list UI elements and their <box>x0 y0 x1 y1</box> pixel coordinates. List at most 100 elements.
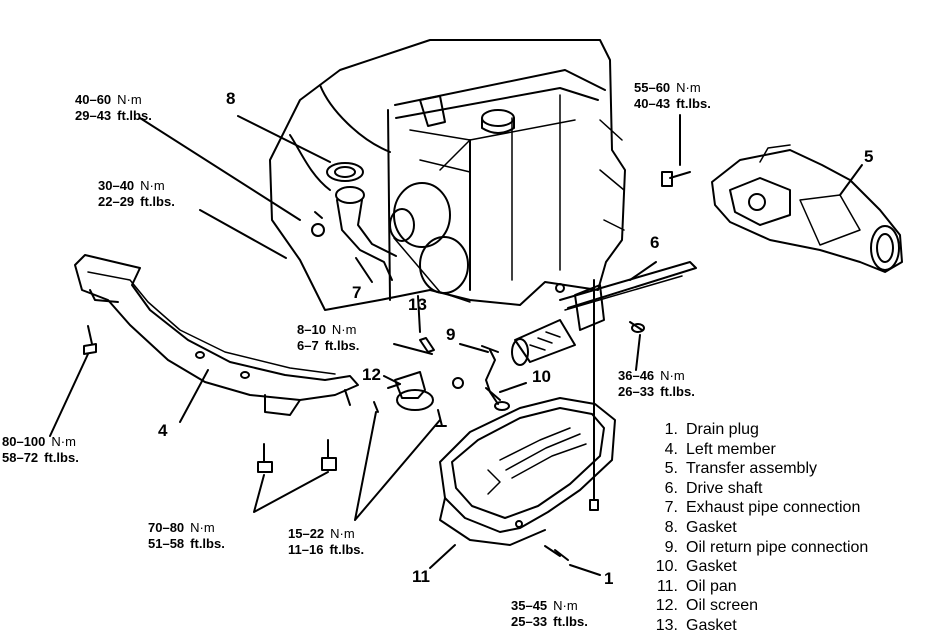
legend-label: Exhaust pipe connection <box>686 499 861 517</box>
left-member-bolts <box>83 325 337 473</box>
torque-nm-value: 55–60 <box>634 80 671 95</box>
callout-9: 9 <box>446 325 456 344</box>
torque-ftlb-unit: ft.lbs. <box>660 384 695 399</box>
callout-12: 12 <box>362 365 381 384</box>
legend-number: 12. <box>655 597 678 615</box>
callout-7: 7 <box>352 283 362 302</box>
legend-label: Gasket <box>686 616 737 634</box>
torque-ftlb-unit: ft.lbs. <box>190 536 225 551</box>
torque-ftlb-value: 58–72 <box>2 450 39 465</box>
legend-number: 7. <box>664 499 678 517</box>
legend-label: Oil pan <box>686 577 737 595</box>
torque-label-exhaust-lower: 30–40 N·m 22–29 ft.lbs. <box>98 178 175 210</box>
legend-item: 10. Gasket <box>640 557 868 577</box>
torque-nm-value: 36–46 <box>618 368 655 383</box>
torque-label-left-member-mount: 70–80 N·m 51–58 ft.lbs. <box>148 520 225 552</box>
exhaust-pipe <box>311 162 397 281</box>
torque-ftlb-value: 29–43 <box>75 108 112 123</box>
legend-item: 6. Drive shaft <box>640 479 868 499</box>
oil-screen <box>387 371 434 411</box>
torque-ftlb-unit: ft.lbs. <box>676 96 711 111</box>
legend-number: 6. <box>664 479 678 497</box>
torque-nm-value: 15–22 <box>288 526 325 541</box>
torque-ftlb-unit: ft.lbs. <box>329 542 365 557</box>
torque-ftlb-unit: ft.lbs. <box>324 338 360 353</box>
callout-6: 6 <box>650 233 660 252</box>
torque-label-left-member-bolt: 80–100 N·m 58–72 ft.lbs. <box>2 434 79 466</box>
torque-nm-unit: N·m <box>553 598 578 613</box>
legend-label: Gasket <box>686 558 737 576</box>
drive-shaft <box>511 261 697 511</box>
legend-item: 1. Drain plug <box>640 420 868 440</box>
callout-11: 11 <box>412 567 430 586</box>
torque-nm-unit: N·m <box>331 322 357 337</box>
callout-5: 5 <box>864 147 874 166</box>
oil-pan <box>439 397 616 546</box>
legend-label: Left member <box>686 440 776 458</box>
torque-ftlb-value: 22–29 <box>98 194 135 209</box>
legend-number: 13. <box>655 616 678 634</box>
torque-ftlb-unit: ft.lbs. <box>117 108 152 123</box>
torque-nm-value: 8–10 <box>297 322 326 337</box>
torque-ftlb-value: 25–33 <box>511 614 548 629</box>
legend-number: 4. <box>664 440 678 458</box>
engine-block <box>269 39 626 311</box>
legend-number: 8. <box>664 518 678 536</box>
torque-nm-unit: N·m <box>51 434 76 449</box>
legend-label: Gasket <box>686 518 737 536</box>
torque-nm-unit: N·m <box>140 178 165 193</box>
torque-label-drive-shaft: 36–46 N·m 26–33 ft.lbs. <box>618 368 695 400</box>
torque-ftlb-unit: ft.lbs. <box>553 614 588 629</box>
torque-ftlb-unit: ft.lbs. <box>44 450 79 465</box>
legend-number: 5. <box>664 460 678 478</box>
legend-number: 10. <box>655 558 678 576</box>
torque-ftlb-unit: ft.lbs. <box>140 194 175 209</box>
legend-label: Drive shaft <box>686 479 763 497</box>
small-parts <box>373 283 645 561</box>
legend-item: 5. Transfer assembly <box>640 459 868 479</box>
transfer-assembly <box>661 144 903 273</box>
torque-nm-value: 40–60 <box>75 92 112 107</box>
legend-number: 1. <box>664 421 678 438</box>
torque-label-exhaust-upper: 40–60 N·m 29–43 ft.lbs. <box>75 92 152 124</box>
torque-nm-value: 70–80 <box>148 520 185 535</box>
torque-label-oil-screen: 15–22 N·m 11–16 ft.lbs. <box>288 526 364 558</box>
torque-label-transfer: 55–60 N·m 40–43 ft.lbs. <box>634 80 711 112</box>
torque-nm-unit: N·m <box>330 526 355 541</box>
legend-label: Oil return pipe connection <box>686 538 869 556</box>
legend-label: Drain plug <box>686 421 759 438</box>
legend-item: 11. Oil pan <box>640 577 868 597</box>
torque-nm-unit: N·m <box>190 520 215 535</box>
leader-lines <box>49 114 863 576</box>
legend-item: 7. Exhaust pipe connection <box>640 498 868 518</box>
parts-legend: 1. Drain plug 4. Left member 5. Transfer as… <box>640 420 869 636</box>
torque-nm-value: 80–100 <box>2 434 46 449</box>
callout-8: 8 <box>226 89 236 108</box>
torque-nm-unit: N·m <box>676 80 701 95</box>
legend-item: 8. Gasket <box>640 518 868 538</box>
torque-ftlb-value: 51–58 <box>148 536 185 551</box>
torque-ftlb-value: 26–33 <box>618 384 655 399</box>
torque-ftlb-value: 40–43 <box>634 96 671 111</box>
torque-nm-value: 35–45 <box>511 598 548 613</box>
legend-label: Oil screen <box>686 597 759 615</box>
torque-ftlb-value: 11–16 <box>288 542 324 557</box>
callout-1: 1 <box>604 569 614 588</box>
legend-number: 11. <box>656 577 678 595</box>
callout-10: 10 <box>532 367 551 386</box>
torque-nm-unit: N·m <box>117 92 142 107</box>
legend-item: 4. Left member <box>640 440 868 460</box>
callout-13: 13 <box>408 295 427 314</box>
legend-label: Transfer assembly <box>686 460 817 478</box>
legend-item: 13. Gasket <box>640 616 868 636</box>
torque-label-drain-plug: 35–45 N·m 25–33 ft.lbs. <box>511 598 588 630</box>
torque-nm-value: 30–40 <box>98 178 135 193</box>
left-member <box>74 254 359 416</box>
legend-item: 12. Oil screen <box>640 596 868 616</box>
oil-return-pipe <box>481 345 510 411</box>
torque-nm-unit: N·m <box>660 368 685 383</box>
torque-ftlb-value: 6–7 <box>297 338 319 353</box>
engine-pulleys <box>389 182 471 303</box>
legend-item: 9.Oil return pipe connection <box>640 538 869 558</box>
